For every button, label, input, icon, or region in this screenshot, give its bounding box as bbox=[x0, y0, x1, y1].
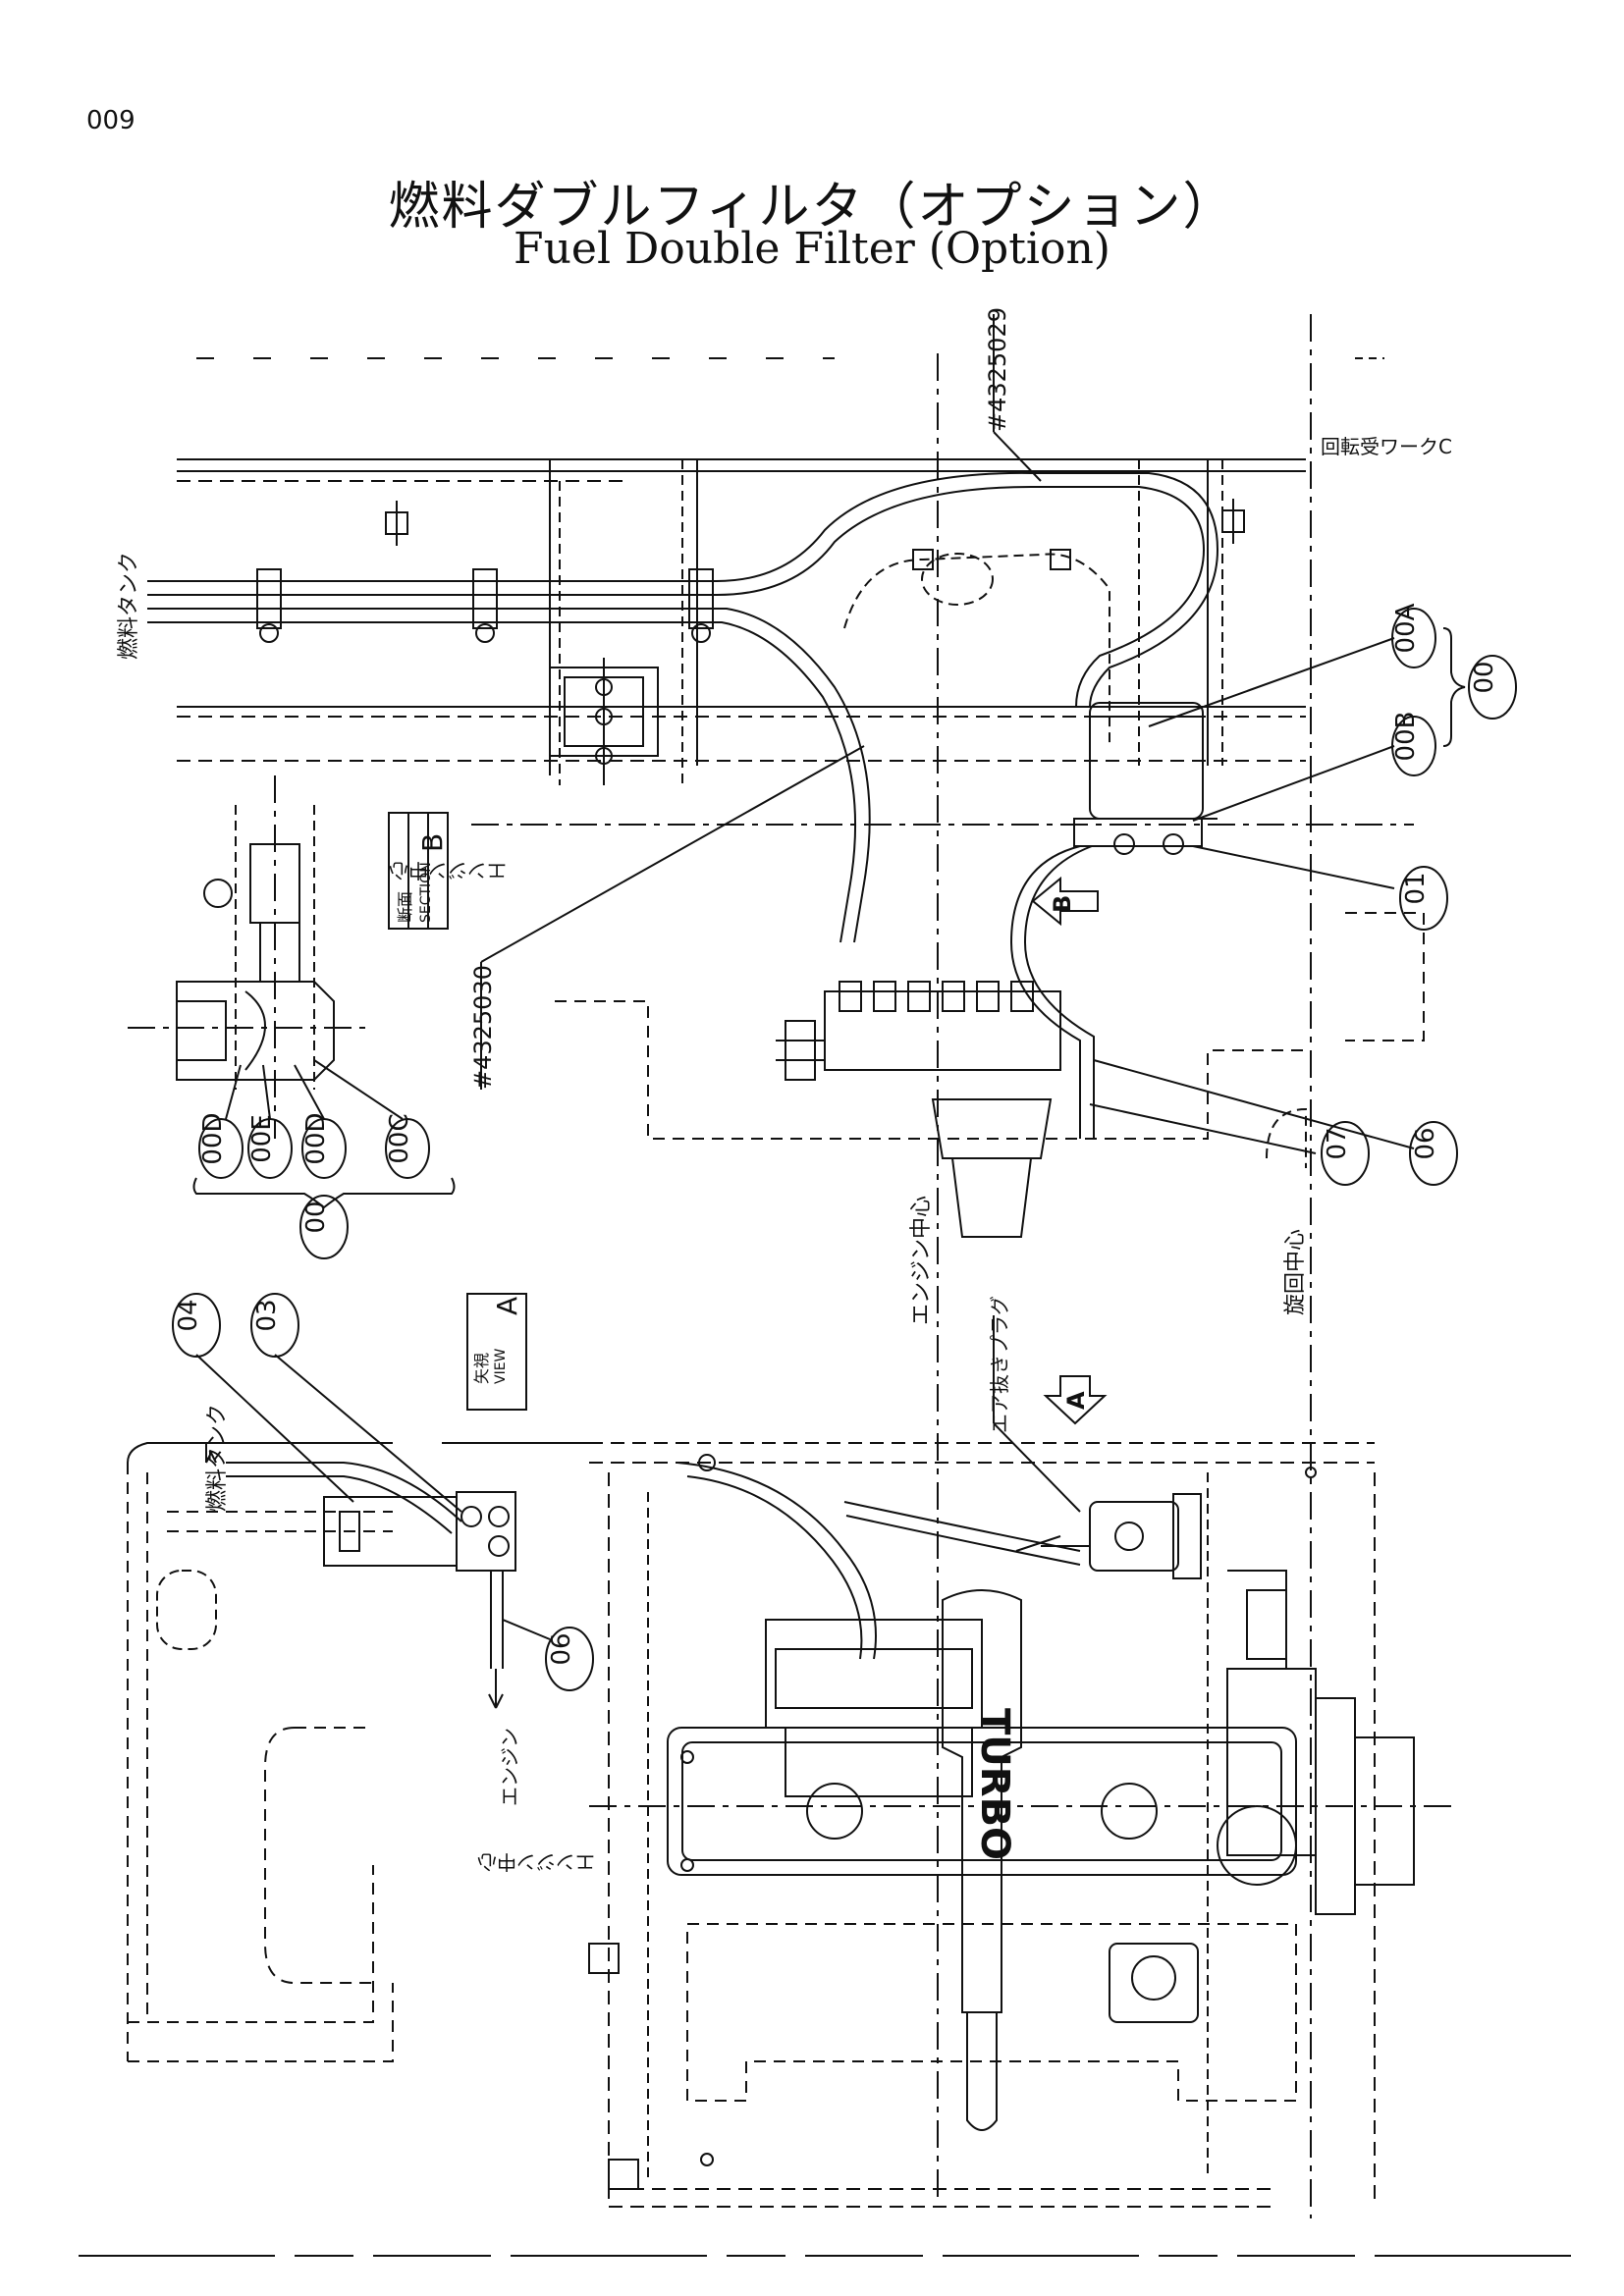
callout-bubble bbox=[250, 1293, 299, 1358]
engine-center-label-side: エンジン中心 bbox=[477, 1850, 595, 1874]
callout-label: 00D bbox=[301, 1112, 331, 1164]
frame-label: 回転受ワークC bbox=[1321, 435, 1452, 458]
fuel-tank-label-lower: 燃料タンク bbox=[205, 1404, 230, 1512]
callout-bubble bbox=[301, 1118, 347, 1179]
view-a-view bbox=[127, 1354, 589, 2062]
hose-part-number-lower: #4325030 bbox=[469, 965, 497, 1090]
swing-center-label: 旋回中心 bbox=[1283, 1229, 1308, 1315]
callout-label: 07 bbox=[1323, 1127, 1352, 1159]
section-b-japanese: 断面 bbox=[396, 891, 414, 923]
arrow-b-letter: B bbox=[1049, 895, 1076, 913]
callout-label: 00 bbox=[1470, 661, 1499, 693]
callout-bubble bbox=[1399, 866, 1448, 931]
callout-bubble bbox=[172, 1293, 221, 1358]
view-a-japanese: 矢視 bbox=[472, 1353, 491, 1384]
callout-label: 01 bbox=[1401, 872, 1431, 904]
callout-label: 06 bbox=[1411, 1127, 1440, 1159]
callouts: 00A 00B 00 01 06 07 00D 00E 00D 00C 00 0… bbox=[172, 603, 1517, 1691]
callout-bubble bbox=[1391, 608, 1436, 668]
callout-label: 03 bbox=[252, 1299, 282, 1331]
callout-bubble bbox=[198, 1118, 244, 1179]
title-english: Fuel Double Filter (Option) bbox=[514, 224, 1110, 274]
callout-label: 00D bbox=[198, 1112, 228, 1164]
callout-label: 04 bbox=[174, 1299, 203, 1331]
callout-label: 00C bbox=[385, 1113, 414, 1163]
callout-label: 00A bbox=[1391, 603, 1421, 653]
callout-bubble bbox=[1391, 716, 1436, 776]
drawing-labels: #4325029 #4325030 燃料タンク 燃料タンク エンジン エンジン中… bbox=[117, 307, 1452, 1874]
callout-bubble bbox=[545, 1627, 594, 1691]
section-b-english: SECTION bbox=[418, 862, 434, 923]
callout-bubble bbox=[385, 1118, 430, 1179]
title-japanese: 燃料ダブルフィルタ（オプション） bbox=[388, 178, 1236, 237]
view-a-english: VIEW bbox=[493, 1348, 509, 1384]
engine-center-label: エンジン中心 bbox=[909, 1196, 934, 1325]
section-b-box bbox=[388, 812, 449, 930]
callout-bubble bbox=[1468, 655, 1517, 720]
view-a-box bbox=[466, 1293, 527, 1411]
engine-side-view bbox=[588, 1315, 1453, 2208]
callout-bubble bbox=[247, 1118, 293, 1179]
callout-bubble bbox=[299, 1195, 349, 1259]
engine-arrow-label: エンジン bbox=[498, 1728, 521, 1806]
air-vent-plug-label: エア抜きプラグ bbox=[988, 1296, 1011, 1433]
callout-label: 06 bbox=[547, 1632, 576, 1665]
fuel-tank-label-upper: 燃料タンク bbox=[117, 552, 141, 660]
hose-part-number-upper: #4325029 bbox=[984, 307, 1011, 432]
arrow-a-letter: A bbox=[1062, 1391, 1090, 1410]
page-number: 009 bbox=[86, 106, 135, 135]
view-a-letter: A bbox=[491, 1297, 523, 1315]
callout-bubble bbox=[1321, 1121, 1370, 1186]
callout-label: 00 bbox=[301, 1201, 331, 1233]
turbo-label: TURBO bbox=[972, 1708, 1017, 1860]
section-b-letter: B bbox=[416, 833, 449, 852]
callout-label: 00E bbox=[247, 1114, 277, 1163]
callout-label: 00B bbox=[1391, 712, 1421, 762]
callout-bubble bbox=[1409, 1121, 1458, 1186]
top-view bbox=[147, 314, 1425, 2218]
